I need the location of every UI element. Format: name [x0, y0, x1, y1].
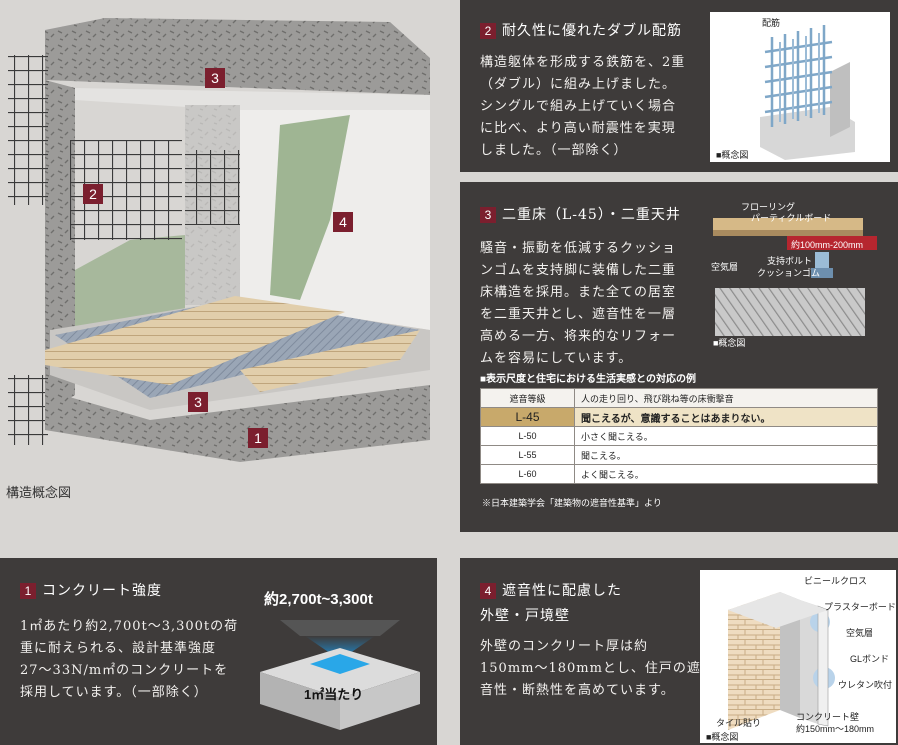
label-flooring: フローリング — [741, 202, 796, 212]
section2-body-line: シングルで組み上げていく場合 — [480, 99, 677, 114]
label-plaster-board: プラスターボード — [824, 602, 896, 612]
illustration-caption: 構造概念図 — [6, 485, 72, 500]
load-area-label: 1㎡当たり — [304, 687, 364, 702]
section3-concept-label: ■概念図 — [713, 338, 746, 348]
marker-ceiling: 3 — [205, 68, 225, 88]
table-cell-desc: よく聞こえる。 — [574, 464, 878, 484]
table-header-row: 遮音等級 人の走り回り、飛び跳ね等の床衝撃音 — [480, 388, 878, 408]
floor-diagram-graphic — [713, 218, 877, 336]
label-vinyl-cloth: ビニールクロス — [804, 576, 868, 586]
section2-body-line: 構造躯体を形成する鉄筋を、2重 — [480, 55, 686, 70]
marker-wall: 4 — [333, 212, 353, 232]
label-particle-board: パーティクルボード — [751, 213, 832, 223]
label-air-layer-wall: 空気層 — [846, 628, 874, 638]
wall-diagram-graphic — [728, 592, 835, 730]
label-gl-bond: GLボンド — [850, 654, 890, 664]
table-cell-desc: 小さく聞こえる。 — [574, 426, 878, 446]
table-cell-level: L-50 — [480, 426, 575, 446]
wall-diagram: ビニールクロス プラスターボード 空気層 GLボンド ウレタン吹付 タイル貼り … — [700, 570, 896, 743]
panel-double-floor: 3 二重床（L-45）・二重天井 騒音・振動を低減するクッショ ンゴムを支持脚に装… — [460, 182, 898, 532]
section4-body-line: 音性・断熱性を高めています。 — [480, 683, 675, 698]
section2-heading: 2 耐久性に優れたダブル配筋 — [480, 20, 682, 40]
section1-body-line: 1㎡あたり約2,700t～3,300tの荷 — [20, 619, 239, 634]
section4-body-line: 150mm～180mmとし、住戸の遮 — [480, 661, 701, 676]
section4-concept-label: ■概念図 — [706, 732, 739, 742]
table-cell-desc: 聞こえるが、意識することはあまりない。 — [574, 407, 878, 427]
label-air-layer: 空気層 — [711, 262, 739, 272]
rebar-diagram-graphic — [760, 25, 855, 160]
section3-heading: 3 二重床（L-45）・二重天井 — [480, 204, 681, 224]
load-block-graphic — [260, 620, 420, 730]
marker-floor: 3 — [188, 392, 208, 412]
section3-body-line: 騒音・振動を低減するクッショ — [480, 241, 677, 256]
table-cell-desc: 聞こえる。 — [574, 445, 878, 465]
panel-wall-insulation: 4 遮音性に配慮した 外壁・戸境壁 外壁のコンクリート厚は約 150mm～180m… — [460, 558, 898, 745]
rebar-label: 配筋 — [762, 18, 781, 28]
table-cell-level: L-45 — [480, 407, 575, 427]
floor-diagram: フローリング パーティクルボード 約100mm-200mm 空気層 支持ボルト … — [705, 198, 895, 348]
sound-table-title: ■表示尺度と住宅における生活実感との対応の例 — [480, 374, 696, 385]
label-tile: タイル貼り — [716, 718, 762, 728]
section4-body-line: 外壁のコンクリート厚は約 — [480, 639, 649, 654]
section2-body-line: しました。（一部除く） — [480, 143, 628, 158]
table-cell-level: L-60 — [480, 464, 575, 484]
section1-body: 1㎡あたり約2,700t～3,300tの荷 重に耐えられる、設計基準強度 27～… — [20, 616, 250, 704]
table-header-level: 遮音等級 — [480, 388, 575, 408]
section3-number: 3 — [480, 206, 496, 223]
section3-body-line: ンゴムを支持脚に装備した二重 — [480, 263, 677, 278]
panel-double-rebar: 2 耐久性に優れたダブル配筋 構造躯体を形成する鉄筋を、2重 （ダブル）に組み上げ… — [460, 0, 898, 172]
section2-concept-label: ■概念図 — [716, 150, 749, 160]
label-support-bolt: 支持ボルト — [767, 256, 813, 266]
section4-heading: 4 遮音性に配慮した 外壁・戸境壁 — [480, 580, 622, 625]
section1-body-line: 27～33N/m㎡のコンクリートを — [20, 663, 229, 678]
label-urethane: ウレタン吹付 — [838, 680, 893, 690]
section1-heading: 1 コンクリート強度 — [20, 580, 162, 600]
section2-number: 2 — [480, 22, 496, 39]
section3-body-line: ムを容易にしています。 — [480, 351, 633, 366]
section4-body: 外壁のコンクリート厚は約 150mm～180mmとし、住戸の遮 音性・断熱性を高… — [480, 636, 705, 702]
label-wall-thickness: 約150mm～180mm — [796, 724, 875, 734]
sound-table-note: ※日本建築学会「建築物の遮音性基準」より — [482, 498, 662, 508]
section1-body-line: 重に耐えられる、設計基準強度 — [20, 641, 217, 656]
section1-title: コンクリート強度 — [42, 583, 162, 599]
panel-concrete-strength: 1 コンクリート強度 1㎡あたり約2,700t～3,300tの荷 重に耐えられる、… — [0, 558, 437, 745]
label-concrete-wall: コンクリート壁 — [796, 712, 860, 722]
section3-body: 騒音・振動を低減するクッショ ンゴムを支持脚に装備した二重 床構造を採用。また全… — [480, 238, 705, 370]
table-row: L-55 聞こえる。 — [480, 445, 878, 465]
structure-illustration: 3 2 4 3 1 構造概念図 — [0, 0, 450, 510]
section3-body-line: 高める一方、将来的なリフォー — [480, 329, 677, 344]
section1-body-line: 採用しています。（一部除く） — [20, 685, 208, 700]
section4-title-line1: 遮音性に配慮した — [502, 583, 622, 599]
section2-title: 耐久性に優れたダブル配筋 — [502, 23, 682, 39]
table-cell-level: L-55 — [480, 445, 575, 465]
section3-title: 二重床（L-45）・二重天井 — [502, 207, 681, 223]
structure-cutaway-graphic — [8, 18, 430, 462]
section3-body-line: を二重天井とし、遮音性を一層 — [480, 307, 677, 322]
sound-insulation-table: 遮音等級 人の走り回り、飛び跳ね等の床衝撃音 L-45 聞こえるが、意識すること… — [480, 388, 878, 484]
rebar-diagram: 配筋 ■概念図 — [710, 12, 890, 162]
label-height: 約100mm-200mm — [791, 240, 864, 250]
table-row: L-60 よく聞こえる。 — [480, 464, 878, 484]
table-row: L-45 聞こえるが、意識することはあまりない。 — [480, 407, 878, 427]
table-header-desc: 人の走り回り、飛び跳ね等の床衝撃音 — [574, 388, 878, 408]
load-diagram: 約2,700t~3,300t 1㎡当たり — [250, 586, 430, 736]
load-value-label: 約2,700t~3,300t — [264, 591, 373, 608]
section2-body-line: に比べ、より高い耐震性を実現 — [480, 121, 676, 136]
marker-rebar: 2 — [83, 184, 103, 204]
marker-concrete: 1 — [248, 428, 268, 448]
section1-number: 1 — [20, 582, 36, 599]
table-row: L-50 小さく聞こえる。 — [480, 426, 878, 446]
section4-number: 4 — [480, 582, 496, 599]
section4-title-line2: 外壁・戸境壁 — [480, 608, 570, 624]
section2-body: 構造躯体を形成する鉄筋を、2重 （ダブル）に組み上げました。 シングルで組み上げ… — [480, 52, 700, 162]
section3-body-line: 床構造を採用。また全ての居室 — [480, 285, 677, 300]
section2-body-line: （ダブル）に組み上げました。 — [480, 77, 677, 92]
label-cushion-rubber: クッションゴム — [757, 268, 821, 278]
